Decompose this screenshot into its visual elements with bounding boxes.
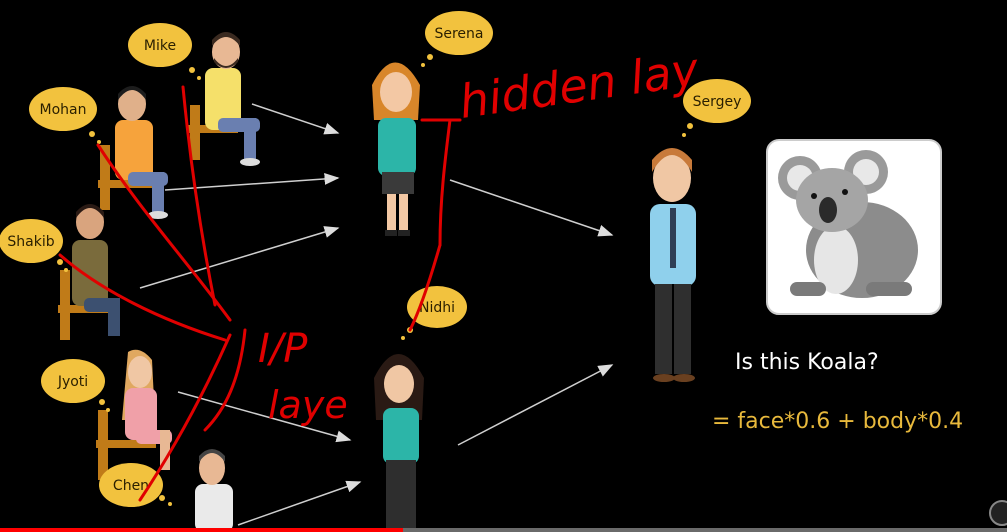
bubble-chen: Chen xyxy=(99,463,172,507)
label-shakib: Shakib xyxy=(7,234,54,250)
bubble-nidhi: Nidhi xyxy=(401,286,467,340)
bubble-serena: Serena xyxy=(421,11,493,67)
arrow-nidhi-to-sergey xyxy=(457,364,614,446)
player-control-icon[interactable] xyxy=(989,500,1007,526)
arrow-serena-to-sergey xyxy=(449,179,614,237)
handwritten-annotations xyxy=(58,85,462,502)
label-nidhi: Nidhi xyxy=(419,300,455,316)
bubble-sergey: Sergey xyxy=(682,79,751,137)
label-mohan: Mohan xyxy=(40,102,87,118)
arrow-mohan-to-serena xyxy=(164,172,340,191)
arrow-mike-to-serena xyxy=(251,103,340,135)
person-chen xyxy=(195,449,233,532)
arrow-jyoti-to-nidhi xyxy=(177,391,352,443)
arrow-chen-to-nidhi xyxy=(237,480,362,526)
bubble-jyoti: Jyoti xyxy=(41,359,110,412)
person-shakib xyxy=(58,204,120,340)
annotation-hidden-layer: hidden lay xyxy=(456,42,703,129)
person-jyoti xyxy=(96,349,172,480)
label-mike: Mike xyxy=(144,38,176,54)
annotation-input-layer-line2: laye xyxy=(268,383,348,427)
person-mohan xyxy=(98,86,168,219)
annotation-stroke xyxy=(408,243,442,332)
bubble-mike: Mike xyxy=(128,23,201,80)
annotation-stroke xyxy=(181,85,217,307)
annotation-stroke xyxy=(138,333,232,502)
person-nidhi xyxy=(374,354,424,532)
video-progress-fill xyxy=(0,528,403,532)
annotation-stroke xyxy=(438,118,452,247)
annotation-stroke xyxy=(96,143,232,322)
annotation-stroke xyxy=(203,328,247,432)
koala-illustration xyxy=(778,150,918,298)
bubble-shakib: Shakib xyxy=(0,219,68,272)
label-chen: Chen xyxy=(113,478,149,494)
video-progress-bar[interactable] xyxy=(0,528,1007,532)
person-mike xyxy=(188,32,260,166)
person-serena xyxy=(372,62,420,236)
koala-image xyxy=(766,139,942,315)
label-serena: Serena xyxy=(434,26,483,42)
annotation-input-layer-line1: I/P xyxy=(258,326,308,372)
bubble-mohan: Mohan xyxy=(29,87,101,144)
formula-text: = face*0.6 + body*0.4 xyxy=(712,409,964,434)
label-sergey: Sergey xyxy=(693,94,742,110)
label-jyoti: Jyoti xyxy=(57,374,88,390)
person-sergey xyxy=(650,148,696,382)
annotation-stroke xyxy=(58,253,227,342)
question-text: Is this Koala? xyxy=(735,350,879,375)
arrow-shakib-to-serena xyxy=(139,226,340,289)
